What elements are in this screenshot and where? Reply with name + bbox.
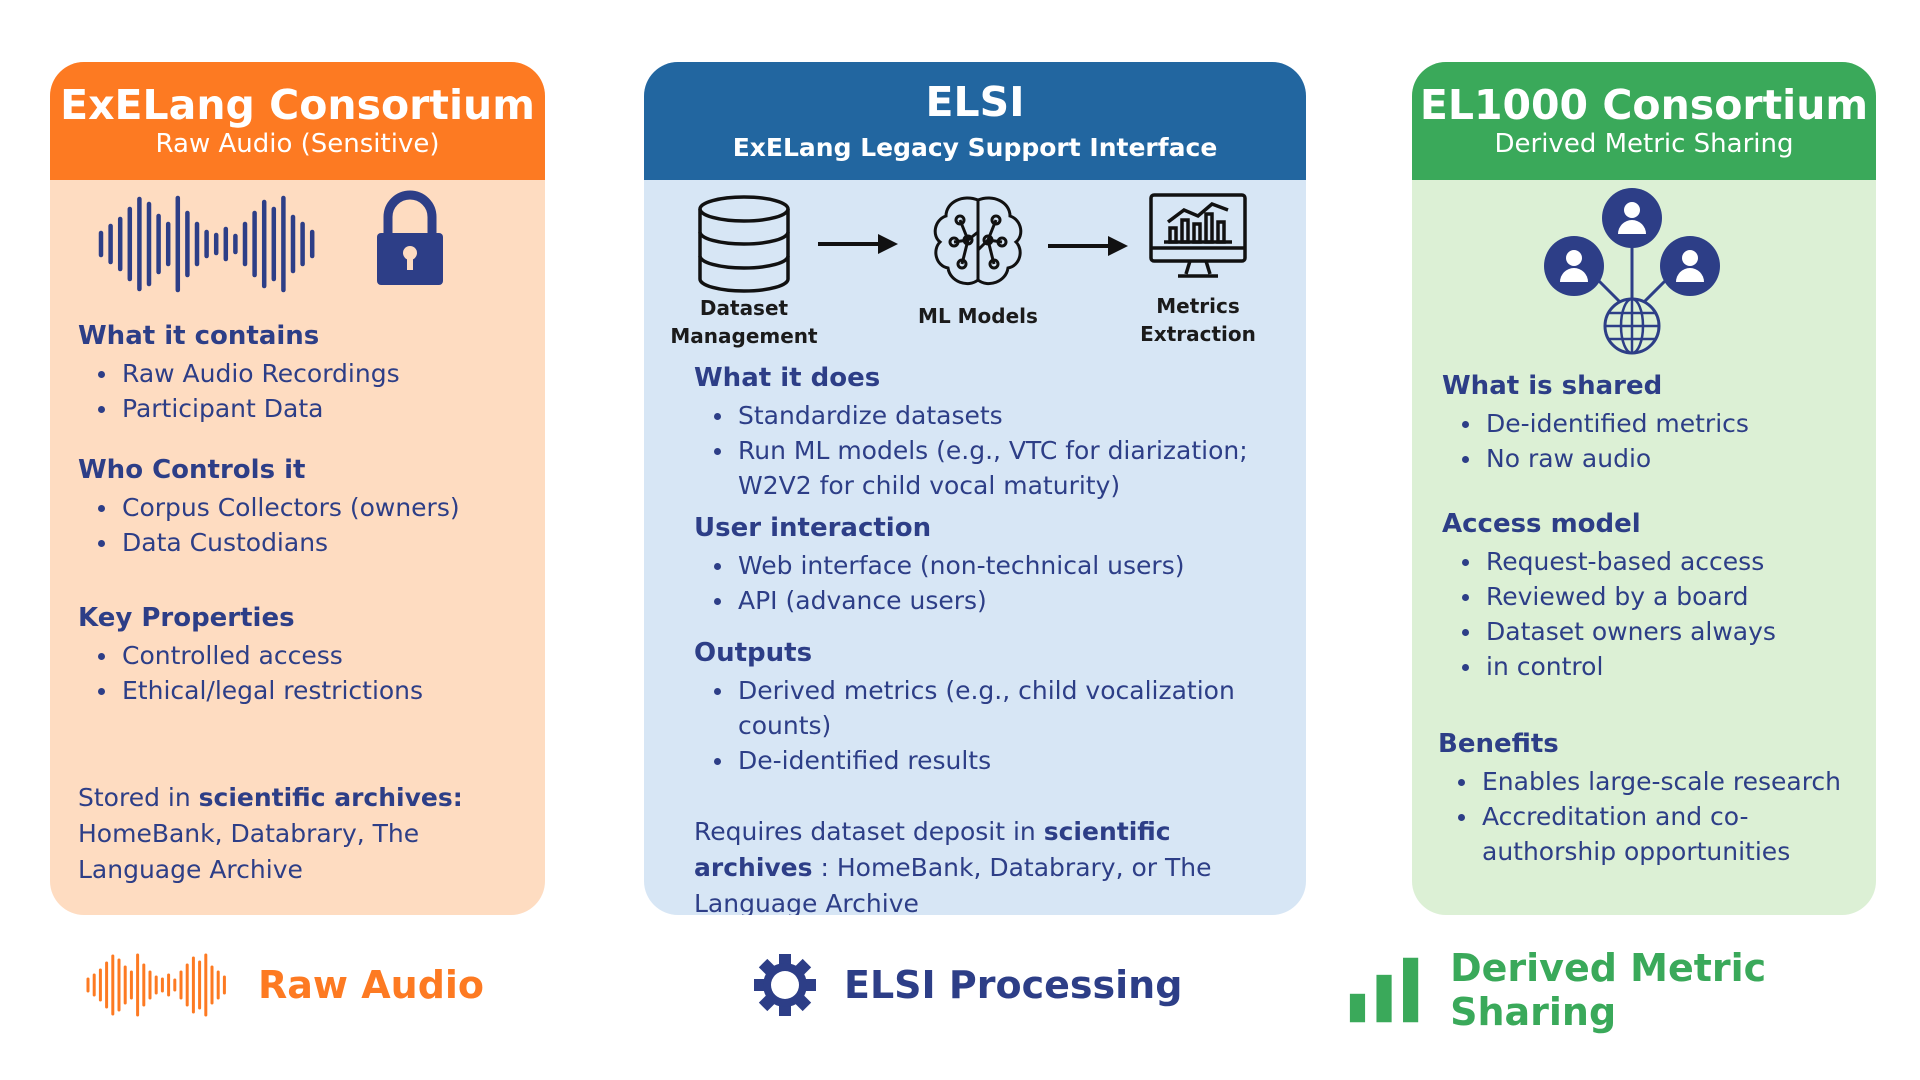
section-title: Access model xyxy=(1442,509,1641,539)
list-item: in control xyxy=(1442,649,1862,684)
right-section-access: Access model Request-based access Review… xyxy=(1442,508,1862,684)
note-prefix: Stored in xyxy=(78,783,199,812)
exelang-subtitle: Raw Audio (Sensitive) xyxy=(155,128,440,159)
el1000-title: EL1000 Consortium xyxy=(1419,80,1869,129)
note-rest: : HomeBank, Databrary, or The Language A… xyxy=(694,853,1212,915)
section-title: What it does xyxy=(694,363,881,393)
mid-requirement-note: Requires dataset deposit in scientific a… xyxy=(694,814,1284,915)
list-item: No raw audio xyxy=(1442,441,1862,476)
brain-network-icon xyxy=(933,196,1023,285)
database-icon xyxy=(698,195,790,293)
el1000-header: EL1000 Consortium Derived Metric Sharing xyxy=(1412,62,1876,180)
list-item: Request-based access xyxy=(1442,544,1862,579)
list-item: Standardize datasets xyxy=(694,398,1274,433)
left-storage-note: Stored in scientific archives: HomeBank,… xyxy=(78,780,508,888)
elsi-header: ELSI ExELang Legacy Support Interface xyxy=(644,62,1306,180)
list-item: Participant Data xyxy=(78,391,528,426)
list-item: De-identified results xyxy=(694,743,1274,778)
section-title: Outputs xyxy=(694,638,813,668)
list-item: Corpus Collectors (owners) xyxy=(78,490,528,525)
list-item: Derived metrics (e.g., child vocalizatio… xyxy=(694,673,1274,743)
note-rest: HomeBank, Databrary, The Language Archiv… xyxy=(78,819,420,884)
mid-section-interaction: User interaction Web interface (non-tech… xyxy=(694,512,1274,618)
right-section-benefits: Benefits Enables large-scale research Ac… xyxy=(1438,728,1868,869)
el1000-subtitle: Derived Metric Sharing xyxy=(1494,128,1794,159)
monitor-chart-icon xyxy=(1149,193,1247,278)
gear-icon xyxy=(754,954,816,1016)
right-section-shared: What is shared De-identified metrics No … xyxy=(1442,370,1862,476)
el1000-consortium-panel: EL1000 Consortium Derived Metric Sharing xyxy=(1412,62,1876,915)
list-item: De-identified metrics xyxy=(1442,406,1862,441)
elsi-title: ELSI xyxy=(925,78,1025,127)
exelang-consortium-panel: ExELang Consortium Raw Audio (Sensitive)… xyxy=(50,62,545,915)
arrow-icon xyxy=(818,234,898,254)
bar-chart-icon xyxy=(1349,957,1419,1023)
flow-label-dataset: Dataset Management xyxy=(670,296,818,348)
list-item: Run ML models (e.g., VTC for diarization… xyxy=(694,433,1274,503)
left-section-controls: Who Controls it Corpus Collectors (owner… xyxy=(78,454,528,560)
elsi-panel: ELSI ExELang Legacy Support Interface xyxy=(644,62,1306,915)
list-item: Dataset owners always xyxy=(1442,614,1862,649)
note-bold: scientific archives xyxy=(694,817,1171,882)
section-title: Key Properties xyxy=(78,603,295,633)
list-item: Data Custodians xyxy=(78,525,528,560)
list-item: Enables large-scale research xyxy=(1438,764,1868,799)
exelang-title: ExELang Consortium xyxy=(60,80,535,129)
mid-section-does: What it does Standardize datasets Run ML… xyxy=(694,362,1274,503)
footer-label: ELSI Processing xyxy=(844,963,1183,1007)
section-title: What it contains xyxy=(78,321,320,351)
people-network-globe-icon xyxy=(1544,188,1720,355)
list-item: API (advance users) xyxy=(694,583,1274,618)
flow-label-ml-models: ML Models xyxy=(918,304,1038,328)
left-section-contains: What it contains Raw Audio Recordings Pa… xyxy=(78,320,528,426)
footer-raw-audio: Raw Audio xyxy=(84,952,484,1018)
padlock-icon xyxy=(377,190,443,285)
left-section-properties: Key Properties Controlled access Ethical… xyxy=(78,602,528,708)
list-item: Controlled access xyxy=(78,638,528,673)
elsi-subtitle: ExELang Legacy Support Interface xyxy=(732,132,1218,162)
list-item: Web interface (non-technical users) xyxy=(694,548,1274,583)
flow-label-metrics: Metrics Extraction xyxy=(1140,294,1256,346)
section-title: What is shared xyxy=(1442,371,1663,401)
exelang-header: ExELang Consortium Raw Audio (Sensitive) xyxy=(50,62,545,180)
section-title: Who Controls it xyxy=(78,455,306,485)
footer-label: Derived Metric Sharing xyxy=(1450,946,1767,1034)
waveform-icon xyxy=(98,195,315,293)
arrow-icon xyxy=(1048,236,1128,256)
footer-elsi-processing: ELSI Processing xyxy=(752,952,1182,1018)
note-prefix: Requires dataset deposit in xyxy=(694,817,1044,846)
section-title: Benefits xyxy=(1438,729,1559,759)
list-item: Raw Audio Recordings xyxy=(78,356,528,391)
list-item: Ethical/legal restrictions xyxy=(78,673,528,708)
section-title: User interaction xyxy=(694,513,932,543)
waveform-icon xyxy=(86,953,226,1017)
note-bold: scientific archives: xyxy=(198,783,463,812)
list-item: Accreditation and co-authorship opportun… xyxy=(1438,799,1868,869)
mid-section-outputs: Outputs Derived metrics (e.g., child voc… xyxy=(694,637,1274,778)
footer-derived-metric-sharing: Derived Metric Sharing xyxy=(1348,946,1920,1034)
list-item: Reviewed by a board xyxy=(1442,579,1862,614)
footer-label: Raw Audio xyxy=(258,963,485,1007)
